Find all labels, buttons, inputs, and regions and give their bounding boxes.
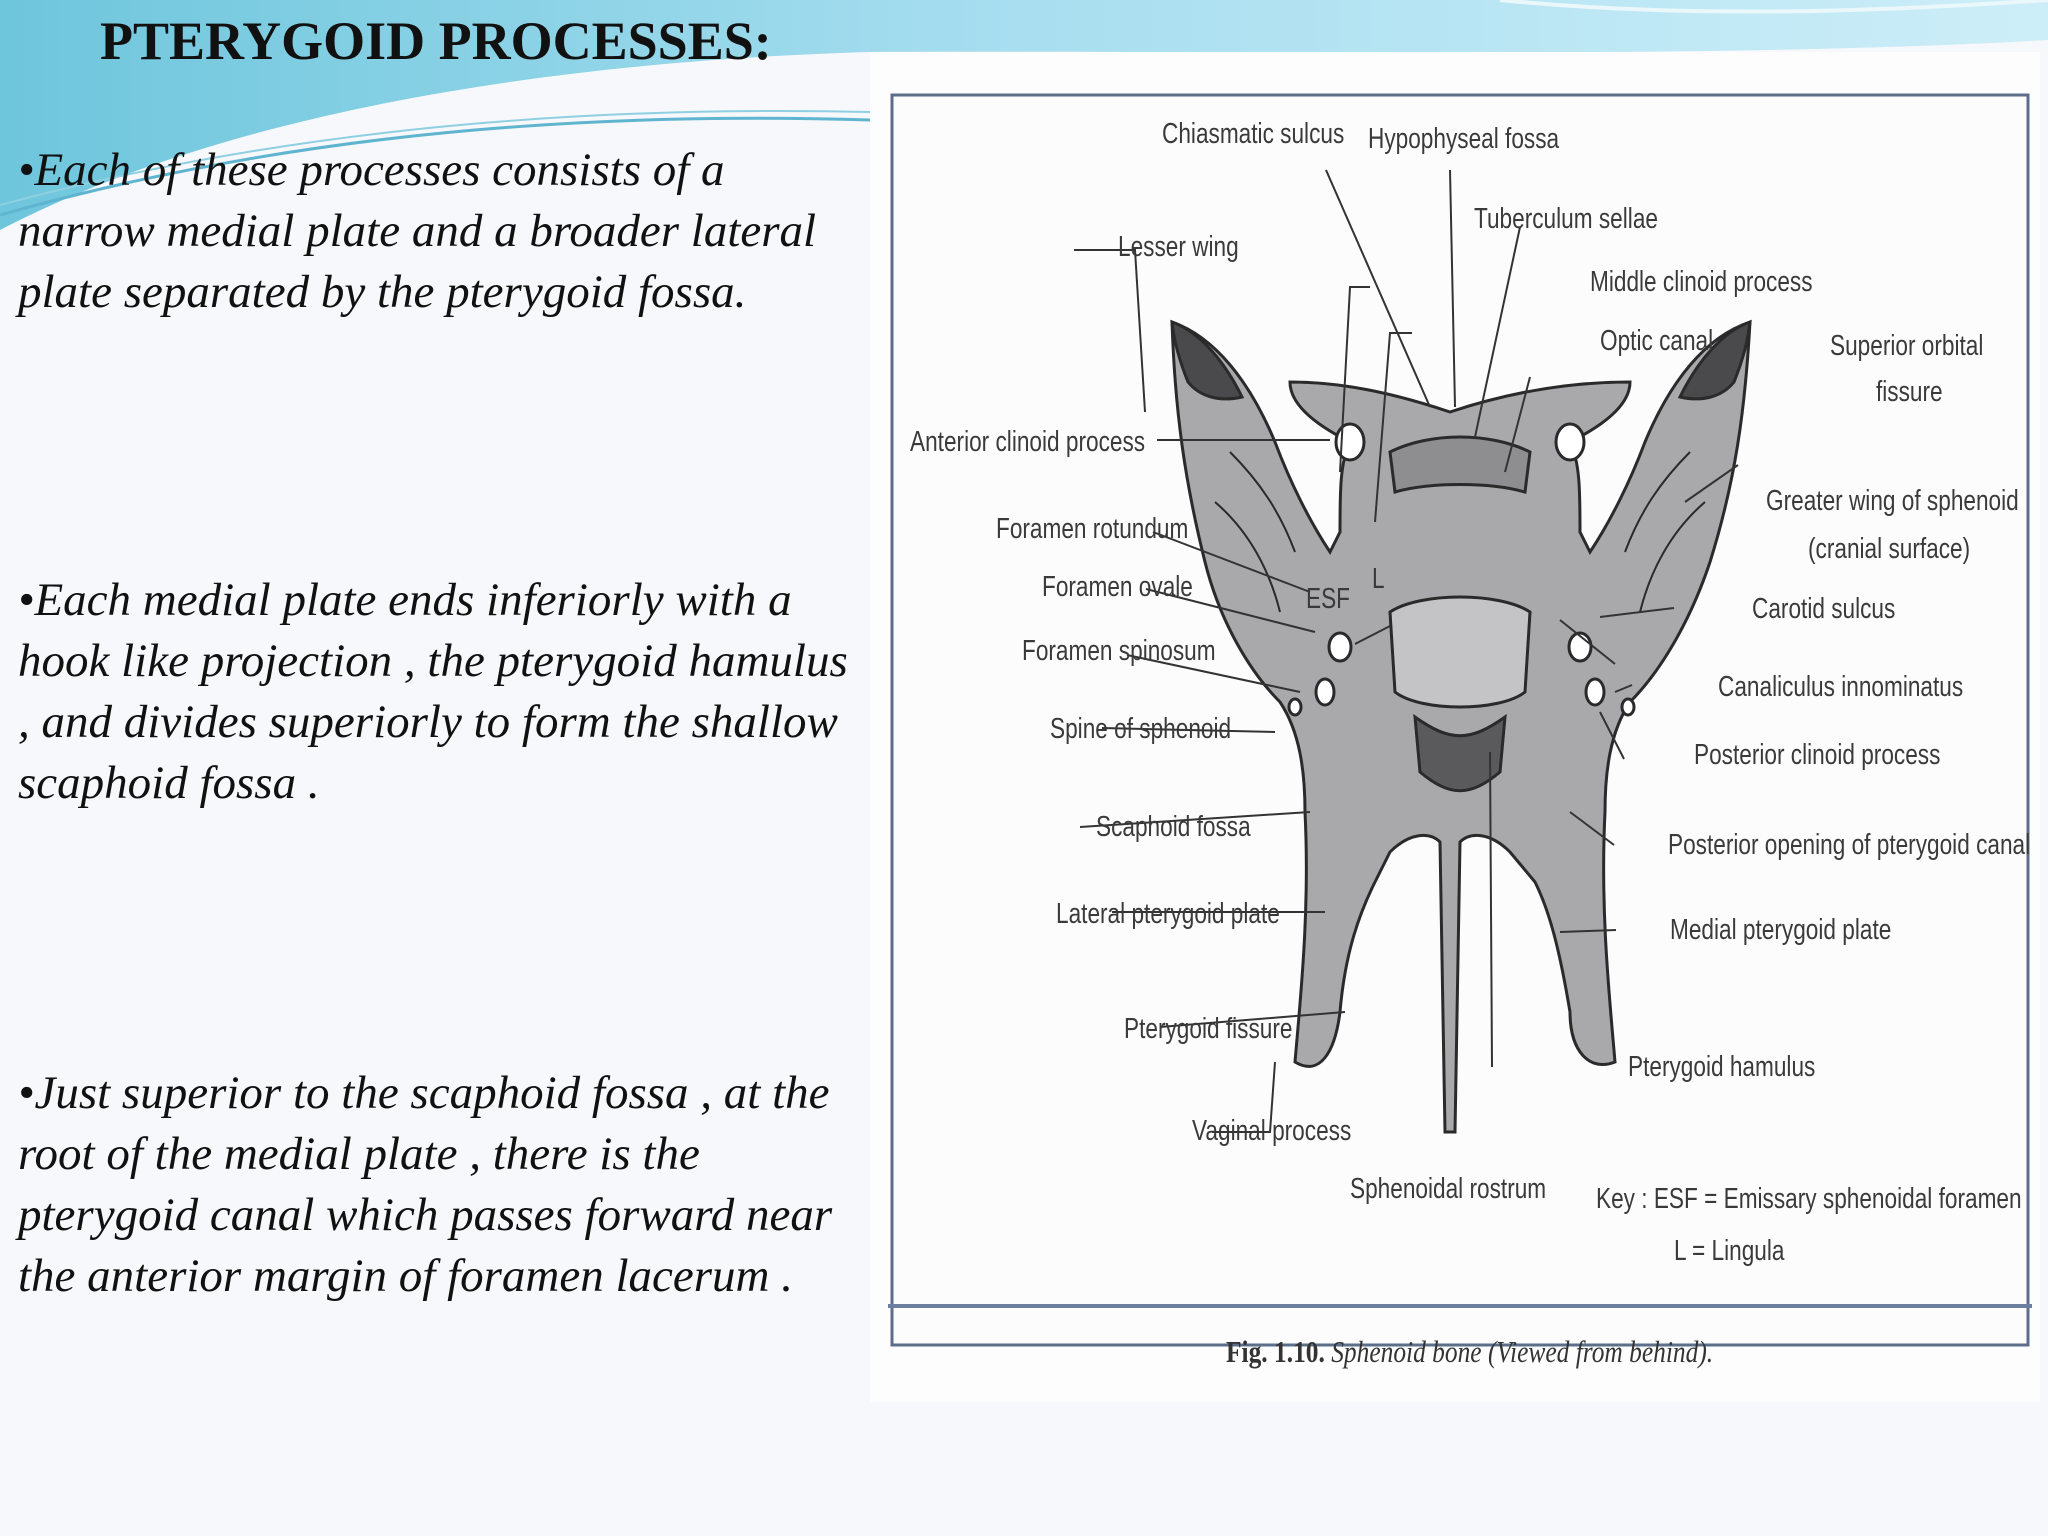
label-pterygoid-hamulus: Pterygoid hamulus — [1628, 1051, 1816, 1083]
label-superior-orbital: Superior orbital — [1830, 330, 1984, 362]
label-foramen-spinosum: Foramen spinosum — [1022, 635, 1216, 667]
label-anterior-clinoid-process: Anterior clinoid process — [910, 426, 1146, 458]
slide-title: PTERYGOID PROCESSES: — [100, 11, 772, 71]
label-greater-wing: Greater wing of sphenoid — [1766, 485, 2019, 517]
sphenoid-bone-illustration — [888, 93, 2032, 1347]
label-tuberculum-sellae: Tuberculum sellae — [1474, 203, 1658, 235]
label-sphenoidal-rostrum: Sphenoidal rostrum — [1350, 1173, 1547, 1205]
label-pterygoid-fissure: Pterygoid fissure — [1124, 1013, 1293, 1045]
label-l: L — [1372, 563, 1385, 595]
label-posterior-clinoid-process: Posterior clinoid process — [1694, 739, 1941, 771]
label-canaliculus-innominatus: Canaliculus innominatus — [1718, 671, 1964, 703]
paragraph-3: •Just superior to the scaphoid fossa , a… — [18, 1067, 833, 1302]
esf-arrow — [1354, 625, 1391, 645]
left-wing-tip — [1170, 319, 1245, 401]
paragraph-1: •Each of these processes consists of a n… — [18, 144, 817, 318]
sphenoid-figure: Chiasmatic sulcus Hypophyseal fossa Tube… — [870, 52, 2040, 1402]
key-esf: Key : ESF = Emissary sphenoidal foramen — [1596, 1183, 2022, 1215]
label-vaginal-process: Vaginal process — [1192, 1115, 1352, 1147]
label-cranial-surface: (cranial surface) — [1808, 533, 1971, 565]
key-lingula: L = Lingula — [1674, 1235, 1785, 1267]
label-lateral-pterygoid-plate: Lateral pterygoid plate — [1056, 898, 1280, 930]
figure-number: Fig. 1.10. — [1226, 1334, 1325, 1369]
figure-caption-text: Sphenoid bone (Viewed from behind). — [1331, 1334, 1714, 1369]
sphenoidal-sinus — [1413, 713, 1507, 793]
label-carotid-sulcus: Carotid sulcus — [1752, 593, 1896, 625]
paragraph-2: •Each medial plate ends inferiorly with … — [18, 574, 848, 809]
label-spine-of-sphenoid: Spine of sphenoid — [1050, 713, 1232, 745]
label-foramen-ovale: Foramen ovale — [1042, 571, 1193, 603]
label-chiasmatic-sulcus: Chiasmatic sulcus — [1162, 118, 1345, 150]
label-lesser-wing: Lesser wing — [1118, 231, 1239, 263]
label-esf: ESF — [1306, 583, 1350, 615]
label-hypophyseal-fossa: Hypophyseal fossa — [1368, 123, 1560, 155]
label-foramen-rotundum: Foramen rotundum — [996, 513, 1189, 545]
label-scaphoid-fossa: Scaphoid fossa — [1096, 811, 1251, 843]
sella-turcica — [1388, 595, 1532, 709]
label-fissure: fissure — [1876, 376, 1943, 408]
lingula-arrow — [1559, 619, 1616, 665]
figure-caption: Fig. 1.10. Sphenoid bone (Viewed from be… — [1226, 1334, 1713, 1370]
label-medial-pterygoid-plate: Medial pterygoid plate — [1670, 914, 1892, 946]
dorsum-sellae — [1388, 435, 1532, 494]
label-middle-clinoid-process: Middle clinoid process — [1590, 266, 1813, 298]
leader-lines — [1074, 169, 1739, 1133]
right-wing-tip — [1677, 319, 1752, 401]
label-optic-canal: Optic canal — [1600, 325, 1714, 357]
label-posterior-opening-pterygoid-canal: Posterior opening of pterygoid canal — [1668, 829, 2031, 861]
